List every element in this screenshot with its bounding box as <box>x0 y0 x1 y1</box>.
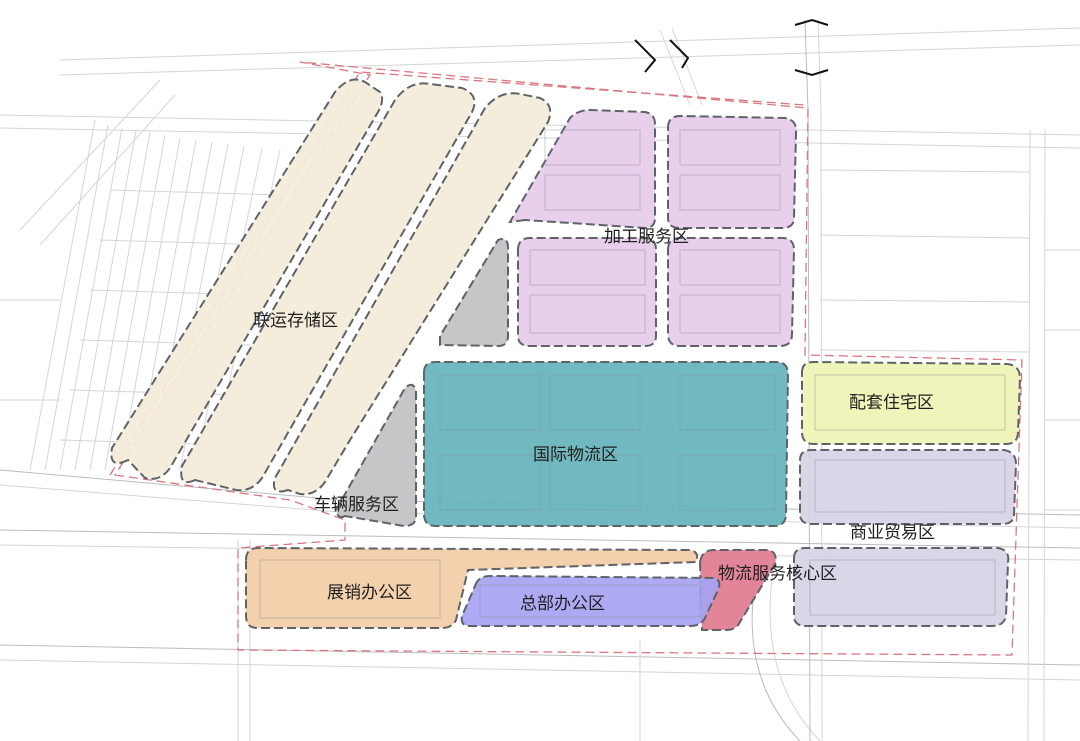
label-hq-zone: 总部办公区 <box>520 594 605 614</box>
zone-vehicle-south <box>334 383 417 528</box>
zone-storage-strip-1 <box>110 78 384 480</box>
label-trade-zone: 商业贸易区 <box>850 523 935 543</box>
zone-processing-sw <box>517 237 657 347</box>
zone-housing <box>801 360 1022 445</box>
label-vehicle-zone: 车辆服务区 <box>314 495 399 515</box>
zone-vehicle-north <box>439 238 509 348</box>
label-processing-zone: 加工服务区 <box>604 227 689 247</box>
interchange-marks <box>634 18 829 77</box>
zone-core <box>698 549 777 631</box>
label-exhibition-zone: 展销办公区 <box>327 583 412 603</box>
zone-storage-strip-3 <box>272 92 552 496</box>
zone-logistics <box>423 361 790 527</box>
zone-trade <box>799 449 1018 525</box>
zone-processing-nw <box>508 108 656 230</box>
zone-processing-se <box>667 237 796 347</box>
zone-storage-strip-2 <box>180 82 476 492</box>
planning-boundary <box>113 61 1023 656</box>
zones-layer <box>110 78 1022 631</box>
zone-hq <box>460 574 721 627</box>
label-core-zone: 物流服务核心区 <box>718 564 837 584</box>
label-housing-zone: 配套住宅区 <box>849 393 934 413</box>
zone-processing-ne <box>667 114 798 229</box>
zone-trade-south <box>793 547 1010 627</box>
building-outlines <box>259 129 1006 619</box>
zone-exhibition <box>245 546 699 629</box>
label-storage-zone: 联运存储区 <box>253 311 338 331</box>
label-logistics-zone: 国际物流区 <box>533 445 618 465</box>
